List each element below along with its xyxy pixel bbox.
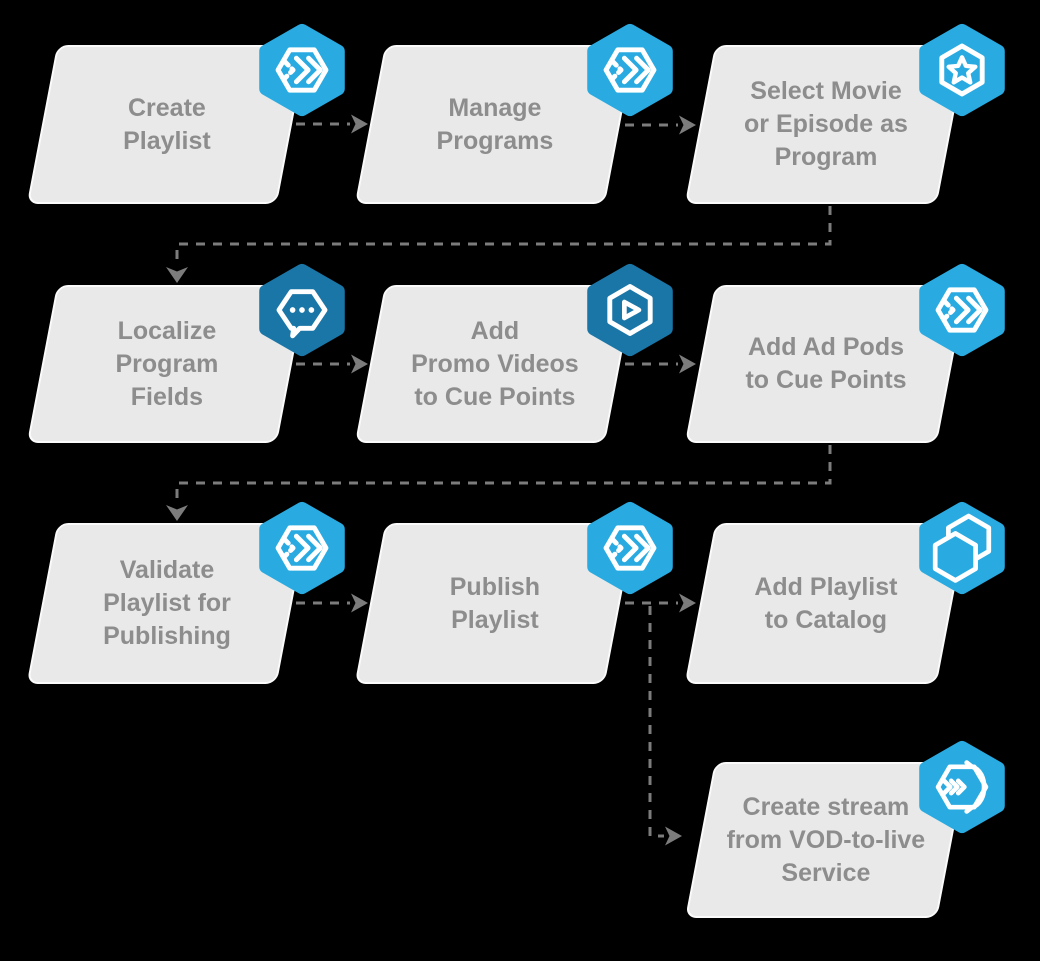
step-label: Create Playlist [123,93,211,155]
connector-select-to-localize [175,206,832,264]
fast-forward-icon [593,508,667,588]
step-label: Publish Playlist [449,572,541,634]
step-label: Localize Program Fields [115,316,219,411]
connector-publish-to-vod-stream [648,606,664,838]
step-label: Select Movie or Episode as Program [744,77,908,171]
fast-forward-icon [265,508,339,588]
step-label: Manage Programs [436,93,554,155]
star-icon [925,30,999,110]
step-label: Add Ad Pods to Cue Points [745,333,907,394]
step-label: Create stream from VOD-to-live Service [726,792,926,887]
catalog-icon [925,508,999,588]
connector-adpods-to-validate [175,445,832,502]
step-label: Add Playlist to Catalog [754,572,898,634]
step-label: Add Promo Videos to Cue Points [411,316,579,411]
fast-forward-icon [265,30,339,110]
fast-forward-icon [593,30,667,110]
vod-to-live-icon [925,747,999,827]
play-icon [593,270,667,350]
speech-bubble-icon [265,270,339,350]
step-label: Validate Playlist for Publishing [103,556,231,650]
fast-forward-icon [925,270,999,350]
